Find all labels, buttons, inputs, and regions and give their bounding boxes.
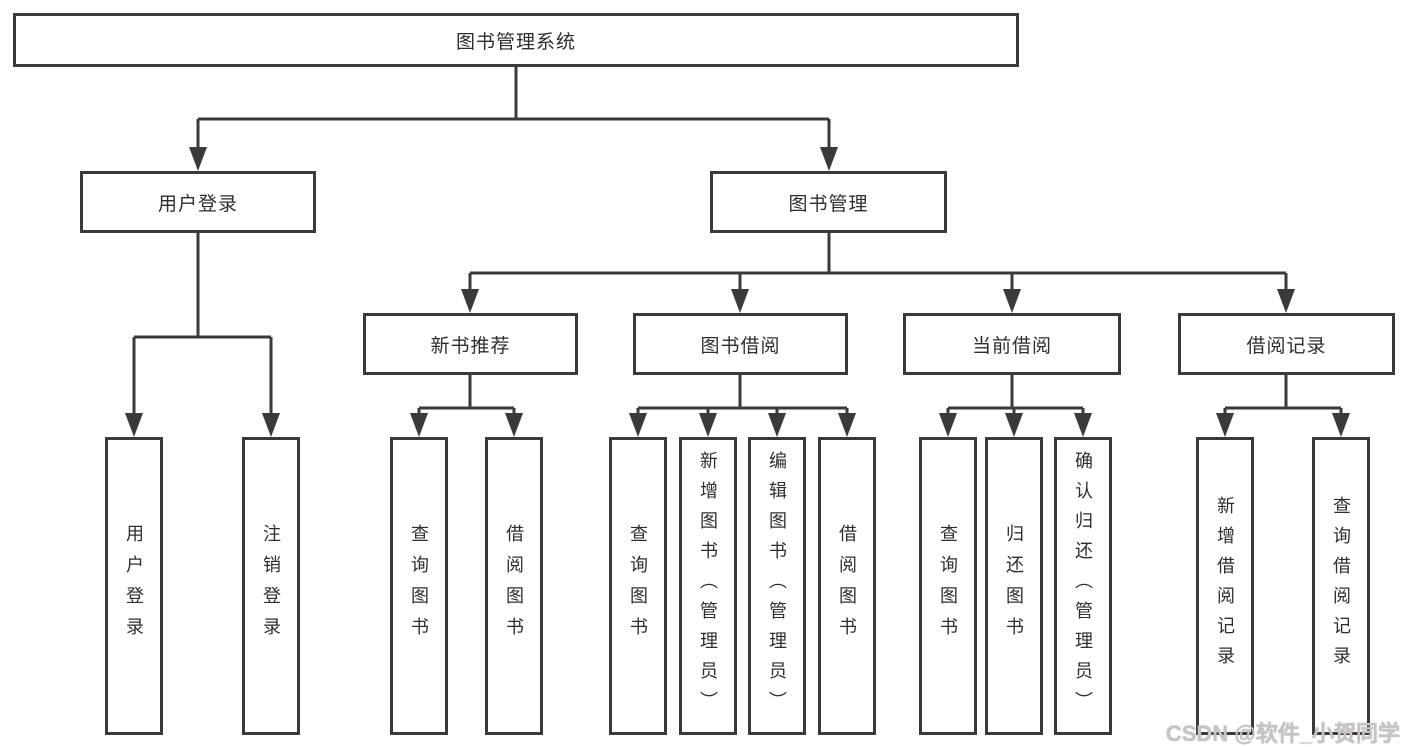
node-book-management: 图书管理 [710, 171, 947, 233]
node-library-system-label: 图书管理系统 [455, 31, 576, 53]
leaf-user-login-label: 用户登录 [124, 524, 144, 648]
node-current-borrowing: 当前借阅 [903, 313, 1121, 375]
leaf-logout-label: 注销登录 [261, 524, 281, 648]
node-library-system: 图书管理系统 [13, 13, 1019, 67]
leaf-add-books-admin: 新增图书（管理员） [679, 437, 737, 735]
leaf-query-borrow-record-label: 查询借阅记录 [1331, 496, 1351, 676]
leaf-query-books-borrowing-label: 查询图书 [628, 524, 648, 648]
leaf-confirm-return-admin-label: 确认归还（管理员） [1073, 451, 1093, 721]
leaf-borrow-books-label: 借阅图书 [837, 524, 857, 648]
leaf-user-login: 用户登录 [105, 437, 163, 735]
leaf-query-books-current-label: 查询图书 [938, 524, 958, 648]
leaf-add-books-admin-label: 新增图书（管理员） [698, 451, 718, 721]
leaf-query-books-recommend: 查询图书 [390, 437, 448, 735]
leaf-query-books-current: 查询图书 [919, 437, 977, 735]
node-book-borrowing-label: 图书借阅 [700, 335, 781, 357]
leaf-add-borrow-record-label: 新增借阅记录 [1215, 496, 1235, 676]
leaf-edit-books-admin: 编辑图书（管理员） [748, 437, 806, 735]
node-book-borrowing: 图书借阅 [633, 313, 848, 375]
leaf-logout: 注销登录 [242, 437, 300, 735]
leaf-edit-books-admin-label: 编辑图书（管理员） [767, 451, 787, 721]
node-borrow-records: 借阅记录 [1178, 313, 1395, 375]
leaf-borrow-books-recommend-label: 借阅图书 [504, 524, 524, 648]
node-new-book-recommend-label: 新书推荐 [430, 335, 511, 357]
leaf-query-books-borrowing: 查询图书 [609, 437, 667, 735]
leaf-return-books: 归还图书 [985, 437, 1043, 735]
leaf-add-borrow-record: 新增借阅记录 [1196, 437, 1254, 735]
node-book-management-label: 图书管理 [788, 193, 869, 215]
node-user-login: 用户登录 [80, 171, 316, 233]
node-new-book-recommend: 新书推荐 [363, 313, 578, 375]
leaf-confirm-return-admin: 确认归还（管理员） [1054, 437, 1112, 735]
leaf-borrow-books-recommend: 借阅图书 [485, 437, 543, 735]
node-user-login-label: 用户登录 [157, 193, 238, 215]
node-current-borrowing-label: 当前借阅 [971, 335, 1052, 357]
leaf-query-books-recommend-label: 查询图书 [409, 524, 429, 648]
watermark: CSDN @软件_小贺同学 [1165, 721, 1400, 746]
leaf-query-borrow-record: 查询借阅记录 [1312, 437, 1370, 735]
leaf-borrow-books: 借阅图书 [818, 437, 876, 735]
node-borrow-records-label: 借阅记录 [1246, 335, 1327, 357]
leaf-return-books-label: 归还图书 [1004, 524, 1024, 648]
